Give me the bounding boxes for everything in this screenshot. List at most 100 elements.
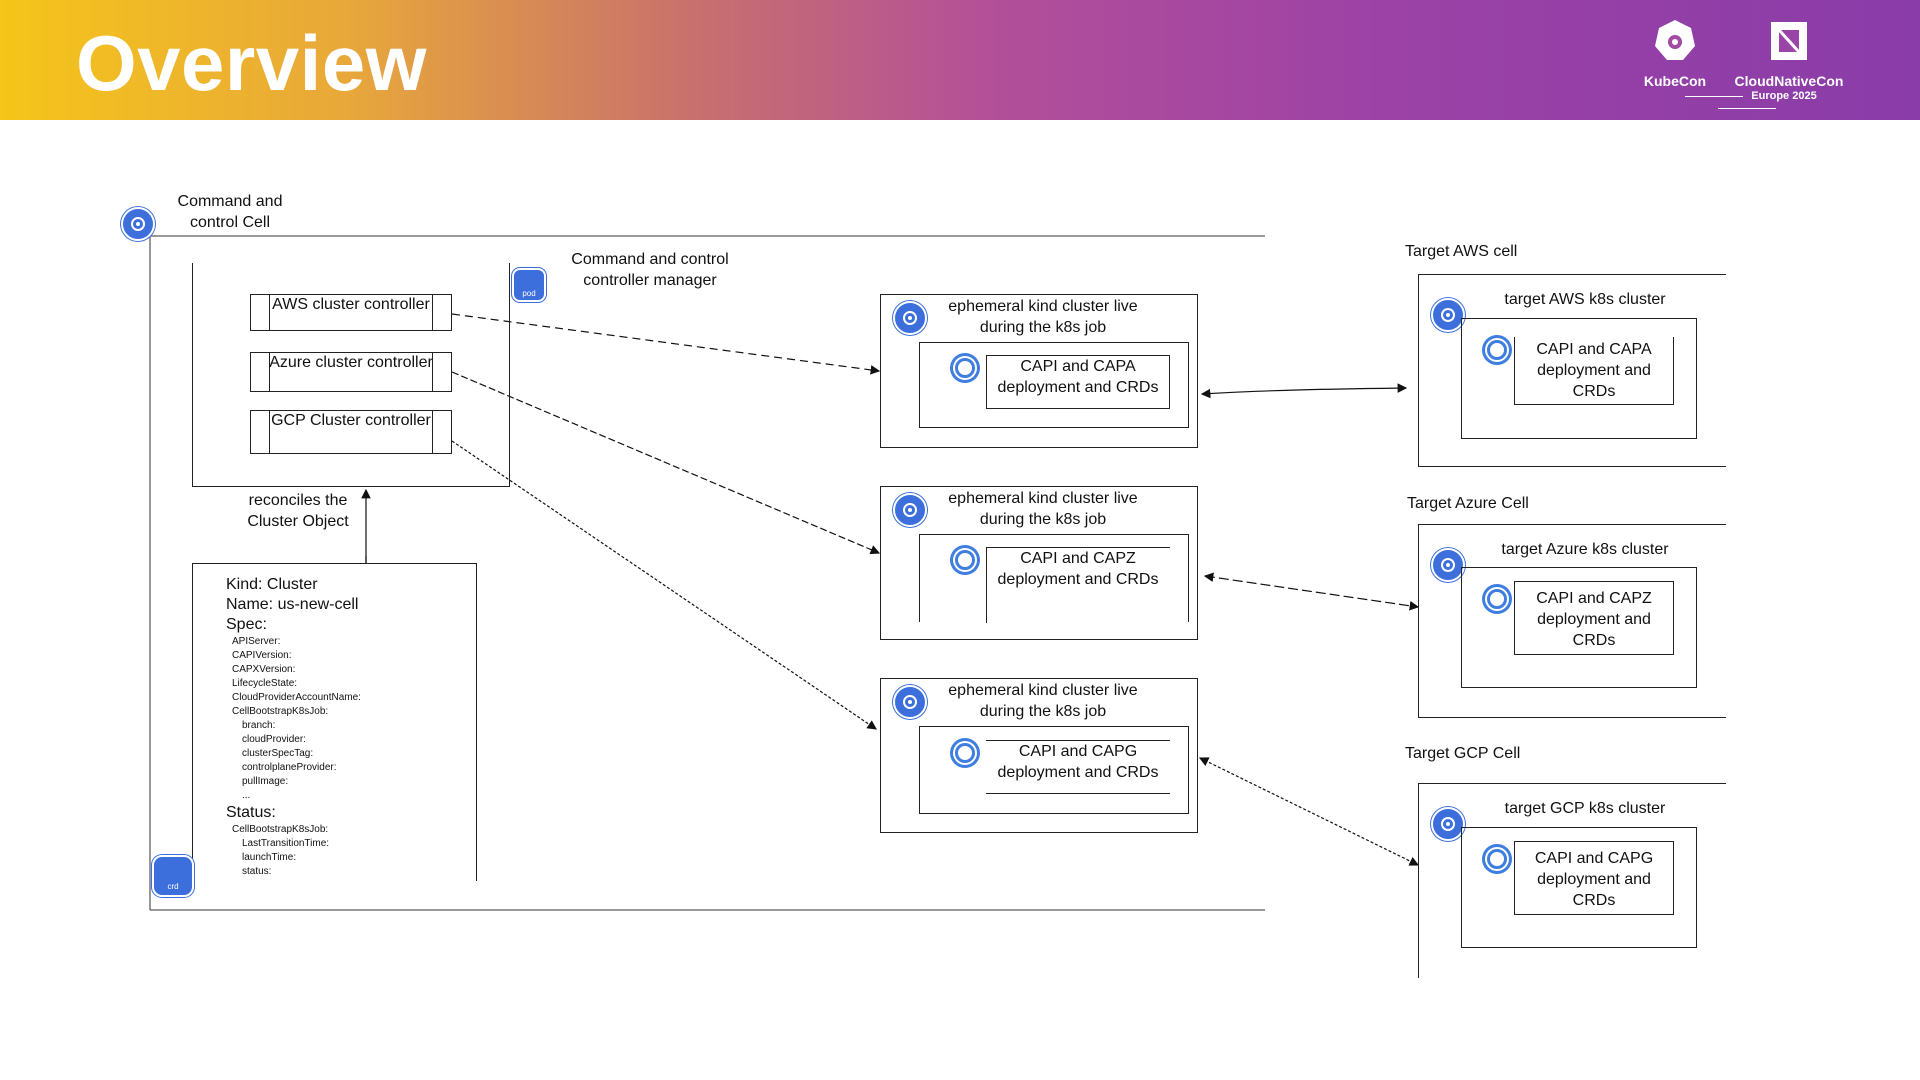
- capi-capg-label: CAPI and CAPG deployment and CRDs: [997, 743, 1159, 781]
- ephemeral-cluster-aws: [880, 294, 1198, 448]
- ephemeral-cluster-title: ephemeral kind cluster live during the k…: [948, 490, 1138, 528]
- title-banner: Overview KubeCon CloudNativeCon Europe 2…: [0, 0, 1920, 120]
- status-job-field: status:: [242, 866, 272, 877]
- target-cluster-label: target AWS k8s cluster: [1504, 291, 1666, 308]
- gcp-controller-label: GCP Cluster controller: [271, 412, 431, 429]
- cluster-object-spec: Kind: Cluster Name: us-new-cell Spec: AP…: [226, 575, 466, 879]
- spec-field: CellBootstrapK8sJob:: [232, 706, 329, 717]
- kubecon-label: KubeCon: [1643, 73, 1707, 89]
- cluster-object-box: [192, 563, 477, 881]
- job-field: controlplaneProvider:: [242, 762, 337, 773]
- command-cell-label: Command and control Cell: [177, 193, 283, 231]
- ephemeral-inner-box: [919, 726, 1189, 814]
- job-field: clusterSpecTag:: [242, 748, 314, 759]
- target-azure-cell: [1418, 524, 1726, 718]
- kubecon-logo-icon: [1655, 20, 1695, 60]
- target-cell-label: Target Azure Cell: [1407, 495, 1529, 512]
- azure-cluster-controller: Azure cluster controller: [250, 352, 452, 392]
- target-cluster-label: target Azure k8s cluster: [1501, 541, 1669, 558]
- kubernetes-icon: [1431, 548, 1465, 582]
- spec-field: CAPXVersion:: [232, 664, 296, 675]
- target-cluster-box: [1461, 567, 1697, 688]
- ephemeral-cluster-gcp: [880, 678, 1198, 833]
- controller-manager-label: Command and control controller manager: [571, 251, 729, 289]
- target-cell-label: Target AWS cell: [1405, 243, 1518, 260]
- gcp-cluster-controller: GCP Cluster controller: [250, 410, 452, 454]
- spec-fields: APIServer: CAPIVersion: CAPXVersion: Lif…: [226, 635, 466, 803]
- capi-icon: [950, 738, 980, 768]
- ephemeral-cluster-azure: [880, 486, 1198, 640]
- aws-controller-arrow: [451, 313, 881, 375]
- target-capi-box: [1514, 337, 1674, 405]
- capi-icon: [950, 353, 980, 383]
- spec-label: Spec:: [226, 616, 267, 633]
- kubernetes-icon: [893, 301, 927, 335]
- job-field: pullImage:: [242, 776, 289, 787]
- target-capi-label: CAPI and CAPG deployment and CRDs: [1534, 850, 1654, 909]
- azure-controller-arrow: [451, 371, 881, 555]
- capi-icon: [1482, 335, 1512, 365]
- status-job-field: LastTransitionTime:: [242, 838, 330, 849]
- capi-icon: [1482, 584, 1512, 614]
- spec-field: CAPIVersion:: [232, 650, 292, 661]
- ephemeral-inner-box: [919, 534, 1189, 622]
- name-line: Name: us-new-cell: [226, 596, 359, 613]
- status-job-fields: LastTransitionTime: launchTime: status:: [232, 837, 466, 879]
- crd-icon: crd: [152, 855, 194, 897]
- capi-icon: [950, 545, 980, 575]
- aws-target-arrow: [1200, 383, 1408, 399]
- gcp-controller-arrow: [451, 440, 877, 730]
- kubecon-logo: KubeCon: [1620, 18, 1730, 89]
- pod-icon: pod: [512, 268, 546, 302]
- kubernetes-icon: [1431, 807, 1465, 841]
- page-title: Overview: [76, 19, 427, 107]
- capi-capz-label: CAPI and CAPZ deployment and CRDs: [997, 550, 1159, 588]
- status-job-field: launchTime:: [242, 852, 297, 863]
- target-capi-label: CAPI and CAPA deployment and CRDs: [1536, 341, 1652, 400]
- azure-controller-label: Azure cluster controller: [269, 354, 433, 371]
- pod-icon-text: pod: [522, 288, 536, 298]
- capi-capa-box: [986, 355, 1170, 409]
- event-text: Europe 2025: [1751, 90, 1817, 102]
- target-cluster-box: [1461, 827, 1697, 948]
- ephemeral-inner-box: [919, 342, 1189, 428]
- capi-capz-box: [986, 547, 1170, 623]
- target-cluster-label: target GCP k8s cluster: [1504, 800, 1666, 817]
- job-field: branch:: [242, 720, 276, 731]
- status-field: CellBootstrapK8sJob:: [232, 824, 329, 835]
- job-fields: branch: cloudProvider: clusterSpecTag: c…: [232, 719, 466, 803]
- ephemeral-cluster-title: ephemeral kind cluster live during the k…: [948, 298, 1138, 336]
- spec-field: APIServer:: [232, 636, 281, 647]
- aws-controller-label: AWS cluster controller: [272, 296, 430, 313]
- spec-field: CloudProviderAccountName:: [232, 692, 361, 703]
- spec-field: LifecycleState:: [232, 678, 298, 689]
- azure-target-arrow: [1203, 572, 1420, 611]
- controller-manager-box: [192, 263, 510, 487]
- kind-line: Kind: Cluster: [226, 576, 318, 593]
- kubernetes-icon: [121, 207, 155, 241]
- kubernetes-icon: [1431, 298, 1465, 332]
- status-fields: CellBootstrapK8sJob: LastTransitionTime:…: [226, 823, 466, 879]
- kubernetes-icon: [893, 493, 927, 527]
- crd-icon-text: crd: [167, 881, 179, 891]
- target-capi-box: [1514, 841, 1674, 915]
- status-label: Status:: [226, 804, 276, 821]
- capi-icon: [1482, 844, 1512, 874]
- gcp-target-arrow: [1198, 757, 1420, 866]
- job-field: ...: [242, 790, 251, 801]
- cloudnativecon-logo-icon: [1771, 22, 1807, 60]
- aws-cluster-controller: AWS cluster controller: [250, 294, 452, 331]
- target-cell-label: Target GCP Cell: [1405, 745, 1521, 762]
- target-gcp-cell: [1418, 783, 1726, 978]
- cloudnativecon-label: CloudNativeCon: [1734, 73, 1844, 89]
- job-field: cloudProvider:: [242, 734, 306, 745]
- capi-capa-label: CAPI and CAPA deployment and CRDs: [997, 358, 1159, 396]
- capi-capg-box: [986, 740, 1170, 794]
- ephemeral-cluster-title: ephemeral kind cluster live during the k…: [948, 682, 1138, 720]
- event-label: Europe 2025: [1642, 90, 1852, 114]
- reconcile-label: reconciles the Cluster Object: [247, 492, 349, 530]
- target-capi-label: CAPI and CAPZ deployment and CRDs: [1536, 590, 1652, 649]
- target-cluster-box: [1461, 318, 1697, 439]
- kubernetes-icon: [893, 685, 927, 719]
